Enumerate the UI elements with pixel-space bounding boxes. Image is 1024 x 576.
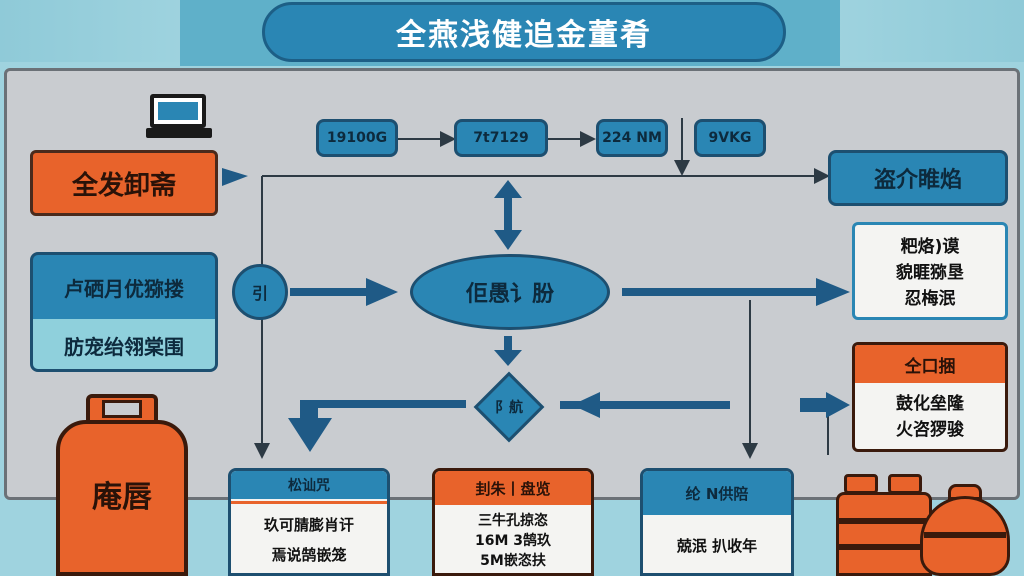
bottom-card-1[interactable]: 松讪咒 玖可腈膨肖讦 焉说鹄嵌笼	[228, 468, 390, 576]
right-small-arrowhead	[826, 392, 850, 418]
circle-to-oval-arrow	[290, 288, 368, 296]
right-orange-card-line-2: 火咨猡骏	[896, 420, 964, 440]
oval-down-arrowhead	[494, 230, 522, 250]
bottom-card-1-line-2: 焉说鹄嵌笼	[271, 545, 347, 564]
bottom-card-2-head: 刲朱丨盘览	[435, 471, 591, 505]
decision-diamond-label: 阝航	[495, 400, 523, 416]
step-box-4[interactable]: 9VKG	[694, 119, 766, 157]
right-white-card-line-1: 粑烙)谟	[900, 237, 960, 257]
diamond-left-arrow	[316, 400, 466, 408]
gas-tank-icon: 庵唇	[56, 394, 188, 576]
left-orange-label[interactable]: 全发卸斋	[30, 150, 218, 216]
right-orange-card[interactable]: 仝口捆 鼓化垒隆 火咨猡骏	[852, 342, 1008, 452]
page-title: 全燕浅健追金董肴	[262, 2, 786, 62]
bottom-card-2-body: 三牛孔掠恣 16M 3鹄玖 5M嵌恣扶	[435, 507, 591, 573]
bottom-card-2[interactable]: 刲朱丨盘览 三牛孔掠恣 16M 3鹄玖 5M嵌恣扶	[432, 468, 594, 576]
circle-to-oval-arrowhead	[366, 278, 398, 306]
left-blue-card-subtitle: 肪宠绐翎棠围	[33, 319, 215, 369]
right-orange-card-text: 鼓化垒隆 火咨猡骏	[855, 385, 1005, 449]
right-white-card-text: 粑烙)谟 貌睚猕垦 忍梅泯	[855, 231, 1005, 315]
right-small-arrow	[800, 398, 826, 412]
oval-to-diamond-arrowhead	[494, 350, 522, 366]
bottom-card-2-line-2: 16M 3鹄玖	[474, 533, 552, 549]
bottom-card-3[interactable]: 纶 N供陪 兢泯 扒收年	[640, 468, 794, 576]
right-orange-card-line-1: 鼓化垒隆	[896, 394, 964, 414]
diamond-right-arrow	[560, 401, 730, 409]
right-blue-label[interactable]: 盗介睢焰	[828, 150, 1008, 206]
diamond-left-arrowhead	[288, 418, 332, 452]
bottom-card-3-body: 兢泯 扒收年	[643, 517, 791, 573]
round-tank-icon	[920, 484, 1010, 576]
left-blue-card[interactable]: 卢硒月优猕搂 肪宠绐翎棠围	[30, 252, 218, 372]
circle-node[interactable]: 引	[232, 264, 288, 320]
oval-up-arrow	[504, 194, 512, 234]
bottom-card-3-line-1: 兢泯 扒收年	[676, 537, 758, 555]
bottom-card-2-line-3: 5M嵌恣扶	[480, 553, 546, 569]
bottom-card-1-line-1: 玖可腈膨肖讦	[263, 515, 354, 534]
storage-tanks-icon	[836, 474, 932, 576]
center-oval-node[interactable]: 佢愚讠朌	[410, 254, 610, 330]
bottom-card-1-body: 玖可腈膨肖讦 焉说鹄嵌笼	[231, 501, 387, 573]
right-orange-card-head: 仝口捆	[855, 345, 1005, 383]
bottom-card-2-line-1: 三牛孔掠恣	[478, 513, 548, 529]
diamond-right-arrowhead	[572, 392, 600, 418]
bottom-card-3-head: 纶 N供陪	[643, 471, 791, 515]
orange-label-arrow	[222, 168, 248, 186]
step-box-2[interactable]: 7t7129	[454, 119, 548, 157]
right-white-card-line-3: 忍梅泯	[904, 289, 956, 309]
bottom-card-1-head: 松讪咒	[231, 471, 387, 499]
oval-up-arrowhead	[494, 180, 522, 198]
monitor-icon	[146, 94, 212, 140]
right-white-card[interactable]: 粑烙)谟 貌睚猕垦 忍梅泯	[852, 222, 1008, 320]
step-box-1[interactable]: 19100G	[316, 119, 398, 157]
diamond-left-arrow-vertical	[300, 400, 318, 420]
right-white-card-line-2: 貌睚猕垦	[896, 263, 964, 283]
oval-to-right-arrowhead	[816, 278, 850, 306]
decision-diamond[interactable]: 阝航	[472, 370, 546, 444]
left-blue-card-title: 卢硒月优猕搂	[64, 276, 184, 301]
gas-tank-label: 庵唇	[92, 480, 152, 515]
oval-to-right-arrow	[622, 288, 818, 296]
step-box-3[interactable]: 224 NM	[596, 119, 668, 157]
oval-to-diamond-arrow	[504, 336, 512, 352]
